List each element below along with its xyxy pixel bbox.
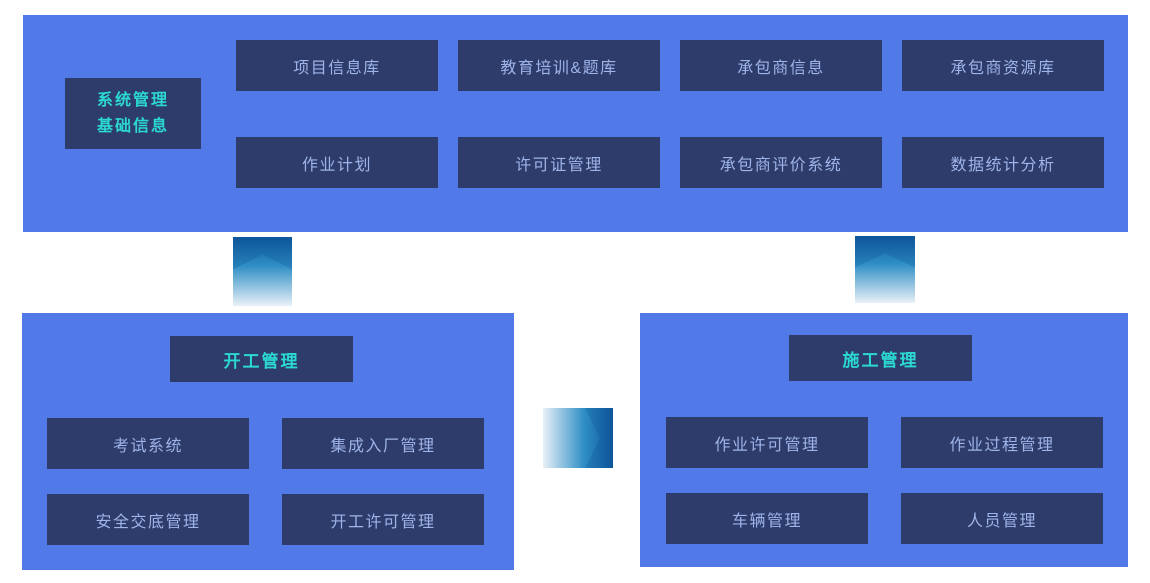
module-box-work-plan: 作业计划 [236,137,438,188]
arrow-down-left-icon [233,237,292,306]
module-box-vehicle-management: 车辆管理 [666,493,868,544]
module-box-exam-system: 考试系统 [47,418,249,469]
module-box-contractor-resources: 承包商资源库 [902,40,1104,91]
system-management-label-line1: 系统管理 [96,91,169,109]
arrow-right-icon [543,408,613,468]
construction-section: 施工管理 作业许可管理 作业过程管理 车辆管理 人员管理 [640,313,1128,567]
module-box-start-permit: 开工许可管理 [282,494,484,545]
construction-title: 施工管理 [789,335,972,381]
module-box-work-permit: 作业许可管理 [666,417,868,468]
module-box-safety-briefing: 安全交底管理 [47,494,249,545]
start-work-section: 开工管理 考试系统 集成入厂管理 安全交底管理 开工许可管理 [22,313,514,570]
system-management-section: 系统管理 基础信息 项目信息库 教育培训&题库 承包商信息 承包商资源库 作业计… [23,15,1128,232]
arrow-down-right-icon [855,236,915,303]
module-box-work-process: 作业过程管理 [901,417,1103,468]
system-management-label: 系统管理 基础信息 [65,78,201,149]
module-box-education-training: 教育培训&题库 [458,40,660,91]
system-management-label-line2: 基础信息 [96,117,169,135]
module-box-integrated-entry: 集成入厂管理 [282,418,484,469]
module-box-project-info: 项目信息库 [236,40,438,91]
module-box-license-management: 许可证管理 [458,137,660,188]
module-box-contractor-info: 承包商信息 [680,40,882,91]
module-box-contractor-evaluation: 承包商评价系统 [680,137,882,188]
module-box-data-statistics: 数据统计分析 [902,137,1104,188]
start-work-title: 开工管理 [170,336,353,382]
module-box-personnel-management: 人员管理 [901,493,1103,544]
